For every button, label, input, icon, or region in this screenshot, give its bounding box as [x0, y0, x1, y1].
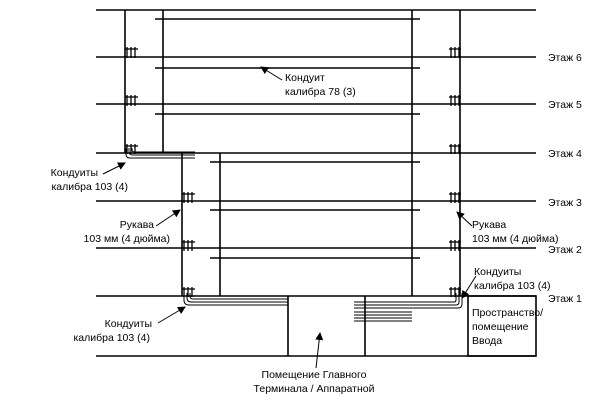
entrance-room-label-line1: Пространство/: [472, 307, 543, 319]
arrow-main-terminal: [315, 332, 324, 369]
floor-label-2: Этаж 2: [548, 244, 582, 256]
sleeve-left-3: [182, 192, 195, 203]
sleeve-left-1: [182, 287, 195, 297]
sleeves-left-label-line2: 103 мм (4 дюйма): [84, 233, 170, 245]
sleeve-right-6: [449, 47, 461, 58]
sleeves-right-label-line1: Рукава: [472, 219, 506, 231]
sleeves-right-label-line2: 103 мм (4 дюйма): [472, 233, 558, 245]
sleeve-right-5: [449, 95, 461, 106]
floor-label-6: Этаж 6: [548, 52, 582, 64]
callout-arrows: [102, 66, 477, 369]
conduits-bottom-label-line2: калибра 103 (4): [73, 332, 150, 344]
conduits-bottom-label-line1: Кондуиты: [105, 318, 152, 330]
conduits-floor1-left: [183, 293, 288, 306]
conduit-78-label-line1: Кондуит: [285, 72, 325, 84]
ground-floor-rooms: [287, 295, 537, 357]
callout-labels: Кондуит калибра 78 (3) Кондуиты калибра …: [51, 72, 559, 395]
floor-lines: [96, 9, 536, 357]
floor-labels: Этаж 6 Этаж 5 Этаж 4 Этаж 3 Этаж 2 Этаж …: [548, 52, 582, 305]
floor-label-5: Этаж 5: [548, 99, 582, 111]
conduits-floor1-right: [354, 293, 463, 309]
floor-label-1: Этаж 1: [548, 293, 582, 305]
upper-riser-shaft: [124, 10, 461, 153]
arrow-conduits-bottom: [157, 306, 186, 324]
conduits-right-label-line1: Кондуиты: [474, 266, 521, 278]
conduits-floor4-label-line1: Кондуиты: [51, 167, 98, 179]
sleeves: [125, 47, 461, 297]
lower-riser-shaft: [181, 153, 461, 296]
sleeve-left-5: [125, 95, 138, 106]
conduits-floor4-label-line2: калибра 103 (4): [51, 181, 128, 193]
sleeve-right-4: [449, 144, 461, 154]
conduits-right-label-line2: калибра 103 (4): [474, 280, 551, 292]
sleeves-left-label-line1: Рукава: [120, 219, 154, 231]
cable-ends: [354, 311, 412, 322]
arrow-conduits-floor4: [102, 162, 126, 175]
sleeve-right-3: [449, 192, 461, 203]
main-terminal-label-line2: Терминала / Аппаратной: [254, 383, 375, 395]
entrance-room-label-line3: Ввода: [472, 335, 502, 347]
sleeve-left-4: [125, 144, 138, 154]
arrow-conduit-78: [260, 66, 283, 81]
arrow-sleeves-right: [456, 211, 473, 227]
sleeve-left-2: [182, 240, 195, 251]
arrow-sleeves-left: [155, 209, 181, 227]
floor-label-3: Этаж 3: [548, 197, 582, 209]
sleeve-right-1: [449, 287, 461, 297]
main-terminal-label-line1: Помещение Главного: [262, 369, 367, 381]
entrance-room: [467, 295, 537, 357]
sleeve-left-6: [125, 47, 138, 58]
conduit-78-label-line2: калибра 78 (3): [285, 86, 356, 98]
floor-label-4: Этаж 4: [548, 148, 582, 160]
entrance-room-label-line2: помещение: [472, 321, 529, 333]
sleeve-right-2: [449, 240, 461, 251]
arrow-conduits-right: [461, 275, 477, 299]
